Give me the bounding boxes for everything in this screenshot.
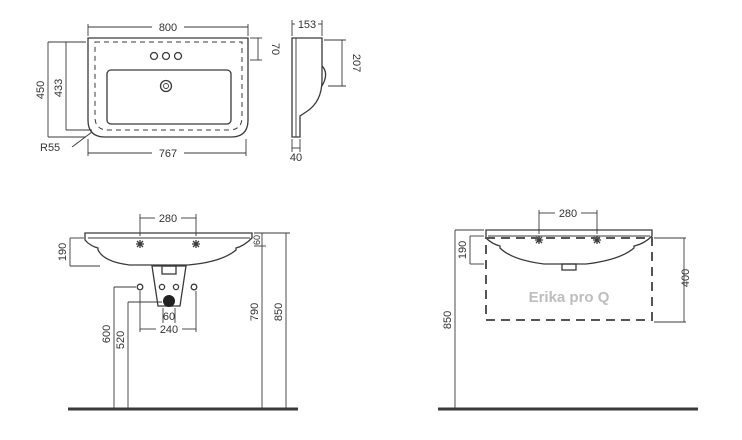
side-profile xyxy=(291,37,323,138)
dim-ped-inlet-520: 520 xyxy=(115,331,127,349)
drain-pipe-icon xyxy=(163,295,175,307)
drain-inner-icon xyxy=(163,83,169,89)
dim-cab-basin-190: 190 xyxy=(457,241,469,259)
inlet-left-icon xyxy=(136,283,144,291)
dim-ped-basin-190: 190 xyxy=(57,243,69,261)
valve-right-icon xyxy=(172,283,180,291)
cabinet-tap-left-icon xyxy=(535,236,543,244)
tap-hole-right-icon xyxy=(173,51,183,61)
dim-ped-rim-60: 60 xyxy=(252,235,262,245)
dim-ped-drain-600: 600 xyxy=(101,325,113,343)
tap-hole-center-icon xyxy=(161,51,171,61)
dim-cab-height-400: 400 xyxy=(680,269,692,287)
cabinet-siphon xyxy=(561,263,577,271)
cabinet-product-name: Erika pro Q xyxy=(529,289,610,306)
dim-side-thickness-40: 40 xyxy=(290,152,302,164)
cabinet-tap-right-icon xyxy=(593,236,601,244)
front-view-pedestal: 280 190 60 240 600 520 60 xyxy=(57,213,298,411)
tap-hole-left-icon xyxy=(149,51,159,61)
dim-ped-inlet-240: 240 xyxy=(160,324,178,336)
pedestal-basin-outline xyxy=(84,232,253,266)
dim-depth-450: 450 xyxy=(35,81,47,99)
dim-inner-433: 433 xyxy=(53,79,65,97)
inlet-right-icon xyxy=(190,283,198,291)
dim-ped-total-850: 850 xyxy=(273,303,285,321)
basin-outline xyxy=(87,37,249,138)
dim-ped-drain-60: 60 xyxy=(163,311,175,323)
overflow-bump xyxy=(321,65,327,87)
siphon-top xyxy=(161,265,177,275)
front-view-cabinet: 280 190 Erika pro Q 400 850 xyxy=(438,208,698,411)
tap-left-icon xyxy=(136,240,144,248)
dim-cab-total-850: 850 xyxy=(442,311,454,329)
dim-bottom-767: 767 xyxy=(159,148,177,160)
cabinet-outline-dashed xyxy=(485,237,653,321)
tap-right-icon xyxy=(192,240,200,248)
valve-left-icon xyxy=(158,283,166,291)
dim-rim-70: 70 xyxy=(269,43,281,55)
side-view: 153 207 40 xyxy=(290,19,362,164)
dim-side-height-207: 207 xyxy=(350,54,362,72)
dim-ped-tap-280: 280 xyxy=(159,213,177,225)
top-view: 800 450 433 70 R55 767 xyxy=(35,22,281,160)
dim-cab-tap-280: 280 xyxy=(559,208,577,220)
dim-side-depth-153: 153 xyxy=(298,19,316,31)
dim-ped-rim-790: 790 xyxy=(249,303,261,321)
dim-radius-r55: R55 xyxy=(40,142,60,154)
bowl-outline xyxy=(106,69,232,125)
drain-icon xyxy=(159,79,173,93)
basin-inner-dashed xyxy=(94,41,243,131)
dim-width-800: 800 xyxy=(159,22,177,34)
cabinet-basin-outline xyxy=(485,229,653,265)
